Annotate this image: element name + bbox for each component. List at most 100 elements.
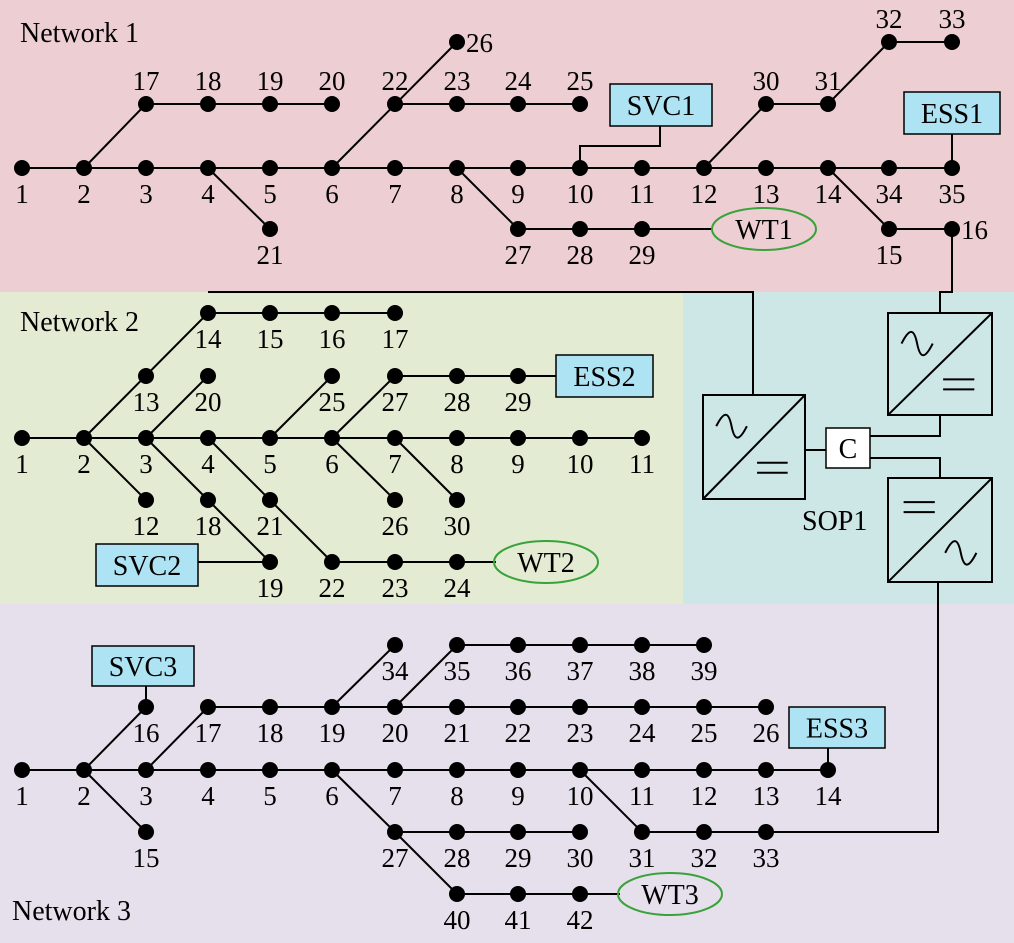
network2-bus-label: 21 bbox=[257, 511, 284, 541]
network2-bus-30 bbox=[449, 492, 465, 508]
network2-bus-label: 2 bbox=[77, 449, 91, 479]
network3-bus-18 bbox=[262, 699, 278, 715]
network2-branch bbox=[331, 437, 396, 501]
network3-bus-12 bbox=[696, 762, 712, 778]
network3-bus-34 bbox=[387, 637, 403, 653]
network3-bus-28 bbox=[449, 824, 465, 840]
network3-bus-label: 1 bbox=[15, 781, 29, 811]
network2-bus-21 bbox=[262, 492, 278, 508]
network1-bus-7 bbox=[387, 160, 403, 176]
network3-bus-label: 18 bbox=[257, 718, 284, 748]
network2-bus-label: 23 bbox=[382, 573, 409, 603]
network2-bus-11 bbox=[634, 430, 650, 446]
network3-bus-1 bbox=[14, 762, 30, 778]
network1-bus-label: 16 bbox=[961, 215, 988, 245]
svc1-box bbox=[609, 83, 713, 127]
network2-bus-label: 7 bbox=[388, 449, 402, 479]
network3-bus-label: 12 bbox=[691, 781, 718, 811]
network2-bus-4 bbox=[200, 430, 216, 446]
network3-bus-29 bbox=[510, 824, 526, 840]
sop-converter-network3 bbox=[887, 477, 993, 583]
network3-bus-23 bbox=[572, 699, 588, 715]
network2-bus-label: 3 bbox=[139, 449, 153, 479]
wt3-ellipse bbox=[617, 872, 723, 916]
svc1-link bbox=[579, 126, 661, 168]
sop-dc-link bbox=[870, 415, 941, 437]
network2-bus-15 bbox=[262, 305, 278, 321]
network1-bus-12 bbox=[696, 160, 712, 176]
network1-bus-label: 28 bbox=[567, 240, 594, 270]
network1-bus-15 bbox=[881, 221, 897, 237]
network1-bus-18 bbox=[200, 96, 216, 112]
sop-link-network1 bbox=[939, 229, 953, 313]
network3-branch bbox=[83, 769, 147, 833]
network1-bus-28 bbox=[572, 221, 588, 237]
network3-bus-label: 17 bbox=[195, 718, 222, 748]
network2-bus-label: 17 bbox=[382, 324, 409, 354]
network1-bus-label: 32 bbox=[876, 4, 903, 34]
network3-bus-16 bbox=[138, 699, 154, 715]
wt3-ellipse-label: WT3 bbox=[641, 880, 699, 911]
network1-bus-13 bbox=[758, 160, 774, 176]
sop-converter-network2 bbox=[702, 394, 806, 500]
network2-branch bbox=[83, 437, 147, 501]
network1-bus-3 bbox=[138, 160, 154, 176]
network2-bus-label: 5 bbox=[263, 449, 277, 479]
network3-bus-32 bbox=[696, 824, 712, 840]
network1-bus-label: 20 bbox=[319, 66, 346, 96]
network2-bus-label: 12 bbox=[133, 511, 160, 541]
network2-bus-29 bbox=[510, 368, 526, 384]
network1-bus-32 bbox=[881, 34, 897, 50]
network1-bus-label: 7 bbox=[388, 179, 402, 209]
network2-bus-23 bbox=[387, 554, 403, 570]
network3-branch bbox=[331, 644, 396, 708]
network3-bus-label: 7 bbox=[388, 781, 402, 811]
network2-bus-20 bbox=[200, 368, 216, 384]
network1-bus-label: 27 bbox=[505, 240, 532, 270]
network2-bus-16 bbox=[324, 305, 340, 321]
network1-bus-label: 12 bbox=[691, 179, 718, 209]
dc-capacitor-box bbox=[825, 427, 871, 469]
network2-bus-label: 14 bbox=[195, 324, 223, 354]
network2-bus-label: 10 bbox=[567, 449, 594, 479]
network1-bus-31 bbox=[820, 96, 836, 112]
network3-bus-label: 8 bbox=[450, 781, 464, 811]
network1-bus-label: 25 bbox=[567, 66, 594, 96]
network1-bus-25 bbox=[572, 96, 588, 112]
network2-bus-18 bbox=[200, 492, 216, 508]
network1-bus-35 bbox=[944, 160, 960, 176]
network3-bus-39 bbox=[696, 637, 712, 653]
network1-bus-24 bbox=[510, 96, 526, 112]
network2-bus-label: 11 bbox=[629, 449, 655, 479]
network2-bus-label: 16 bbox=[319, 324, 346, 354]
network1-bus-label: 8 bbox=[450, 179, 464, 209]
network3-bus-label: 30 bbox=[567, 843, 594, 873]
network3-bus-40 bbox=[449, 886, 465, 902]
network2-bus-7 bbox=[387, 430, 403, 446]
network3-bus-36 bbox=[510, 637, 526, 653]
network2-bus-2 bbox=[76, 430, 92, 446]
network2-bus-12 bbox=[138, 492, 154, 508]
network1-bus-label: 21 bbox=[257, 240, 284, 270]
network3-bus-7 bbox=[387, 762, 403, 778]
network3-bus-30 bbox=[572, 824, 588, 840]
network2-bus-25 bbox=[324, 368, 340, 384]
network1-bus-29 bbox=[634, 221, 650, 237]
network2-bus-label: 30 bbox=[444, 511, 471, 541]
network1-bus-label: 3 bbox=[139, 179, 153, 209]
network1-bus-23 bbox=[449, 96, 465, 112]
network3-bus-41 bbox=[510, 886, 526, 902]
network2-bus-label: 25 bbox=[319, 387, 346, 417]
network1-bus-label: 15 bbox=[876, 240, 903, 270]
sop-label: SOP1 bbox=[802, 506, 867, 537]
network1-bus-9 bbox=[510, 160, 526, 176]
wt1-ellipse-label: WT1 bbox=[735, 215, 793, 246]
network3-bus-6 bbox=[324, 762, 340, 778]
network3-bus-label: 5 bbox=[263, 781, 277, 811]
network2-bus-28 bbox=[449, 368, 465, 384]
network1-branch bbox=[207, 167, 271, 230]
network1-bus-label: 11 bbox=[629, 179, 655, 209]
network1-bus-label: 30 bbox=[753, 66, 780, 96]
